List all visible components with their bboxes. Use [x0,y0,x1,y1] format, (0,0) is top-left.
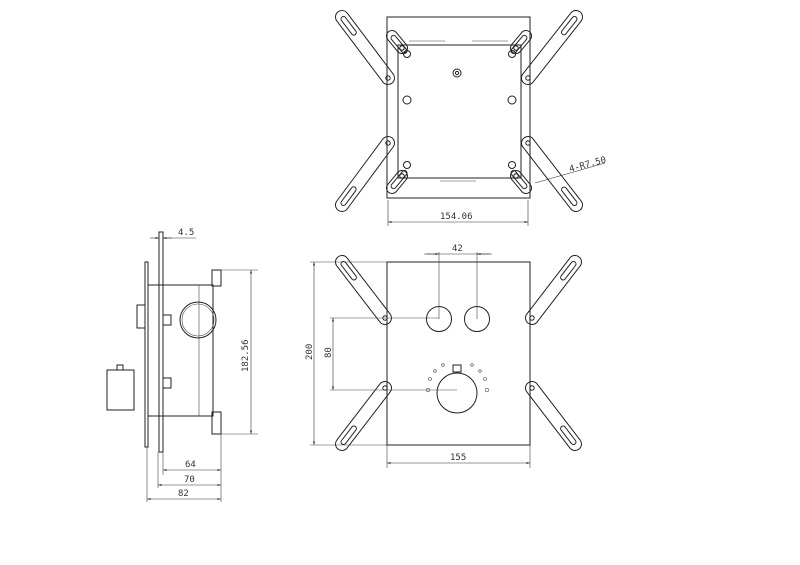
temperature-dots [425,363,490,393]
mounting-arms [334,10,583,451]
top-mounting-plate [397,44,522,179]
outlet-pipe-side [179,301,217,339]
slotted-arm [525,381,583,451]
slotted-arm [335,255,392,325]
front-cover-plate [386,261,531,446]
dim-label-depth-64: 64 [185,460,196,470]
front-view: 42 200 80 155 [305,244,531,468]
slotted-arm [335,381,392,451]
top-view: 154.06 4-R7.50 [386,16,607,226]
dim-label-side-height: 182.56 [241,339,251,372]
dim-label-depth-82: 82 [178,489,189,499]
dim-label-plate: 4.5 [178,228,194,238]
knob-indicator [452,364,462,373]
dim-label-depth-70: 70 [184,475,195,485]
leader-line-radius [534,162,606,184]
side-view: 4.5 182.56 64 70 82 [106,228,258,502]
dim-label-top-width: 154.06 [440,212,473,222]
slotted-arm [335,136,395,213]
dim-label-button-spacing: 42 [452,244,463,254]
thermostat-knob [436,372,478,414]
slotted-arm [509,170,532,194]
slotted-arm [509,30,532,54]
dim-label-front-width: 155 [450,453,466,463]
dim-label-front-height: 200 [305,344,315,360]
screw-holes [402,50,517,169]
valve-body-side [147,284,214,417]
slotted-arm [521,136,583,212]
top-outer-box [386,16,531,199]
slotted-arm [386,170,408,194]
slotted-arm [334,10,395,85]
knob-side [106,369,135,411]
dim-label-vertical-offset: 80 [324,347,334,358]
radius-note: 4-R7.50 [568,155,607,174]
slotted-arm [521,10,583,85]
mounting-bracket-side [158,231,164,453]
button-side [136,304,146,329]
slotted-arm [386,30,408,54]
slotted-arm [525,255,583,325]
